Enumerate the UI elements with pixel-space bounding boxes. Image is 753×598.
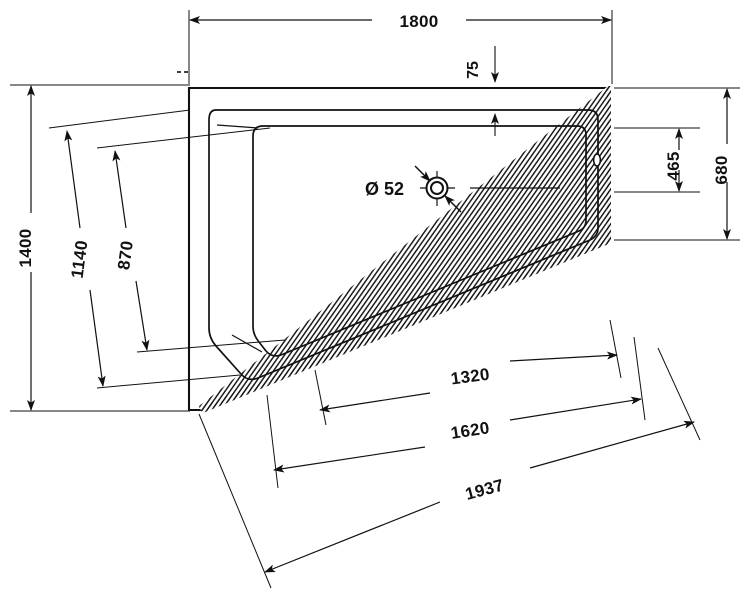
dimension-870-group: 870: [96, 127, 286, 353]
drain-leader-arrow-upper: [414, 165, 431, 182]
dimension-1140-group: 1140: [48, 109, 241, 389]
ext-line-1320-right: [609, 319, 622, 379]
dimension-1400-group: 1400: [10, 84, 190, 412]
dimension-680-group: 680: [614, 87, 740, 241]
tub-basin-contour: [252, 125, 587, 357]
tub-outline-group: [187, 86, 611, 413]
overflow-outlet-icon: [592, 153, 602, 167]
tub-right-edge-hatch: [199, 86, 611, 412]
dimension-1620-group: 1620: [266, 336, 646, 489]
dimension-label-680: 680: [712, 155, 731, 184]
tub-rim-inner-contour: [208, 109, 599, 381]
dimension-label-1140: 1140: [68, 239, 92, 279]
tub-basin-group: [252, 125, 587, 357]
ext-line-1620-right: [633, 336, 646, 421]
drain-leader-arrow-lower: [444, 195, 462, 213]
dim-line-1320-left: [319, 392, 431, 413]
dimension-1320-group: 1320: [314, 319, 622, 426]
drain-inner-circle: [430, 181, 444, 195]
drain-symbol-group: Ø 52: [365, 165, 560, 213]
dim-line-1620-right: [509, 396, 642, 421]
ext-line-1937-left: [198, 413, 272, 589]
dim-line-1620-left: [273, 446, 426, 473]
dim-line-870-upper: [112, 150, 127, 229]
dim-line-1140-lower: [89, 289, 106, 387]
seam-line-upper: [216, 124, 259, 129]
dimension-label-75: 75: [465, 61, 482, 79]
drain-diameter-label: Ø 52: [365, 179, 404, 199]
dimension-label-1320: 1320: [450, 365, 491, 389]
ext-line-1620-left: [266, 394, 279, 489]
tub-diagonal-edge-hatch: [199, 240, 611, 413]
dimension-75-group: 75: [465, 46, 499, 136]
dim-line-1937-left: [264, 501, 441, 573]
ext-line-1320-left: [314, 369, 327, 426]
ext-line-1140-bottom: [96, 374, 241, 389]
dimension-label-1800: 1800: [399, 12, 438, 31]
dim-line-870-lower: [135, 280, 150, 351]
tub-rim-contour-group: [208, 109, 599, 381]
ext-line-870-top: [96, 127, 271, 149]
ext-line-870-bottom: [136, 339, 286, 353]
dimension-label-870: 870: [114, 239, 137, 271]
dimension-label-1400: 1400: [16, 228, 35, 267]
dimension-465-group: 465: [614, 127, 700, 193]
ext-line-1140-top: [48, 109, 191, 129]
dimension-label-465: 465: [664, 151, 683, 180]
dim-line-1937-right: [529, 420, 695, 469]
dim-line-1140-upper: [64, 130, 81, 229]
dimension-1800-group: 1800: [188, 10, 613, 84]
dim-line-1320-right: [509, 351, 618, 362]
